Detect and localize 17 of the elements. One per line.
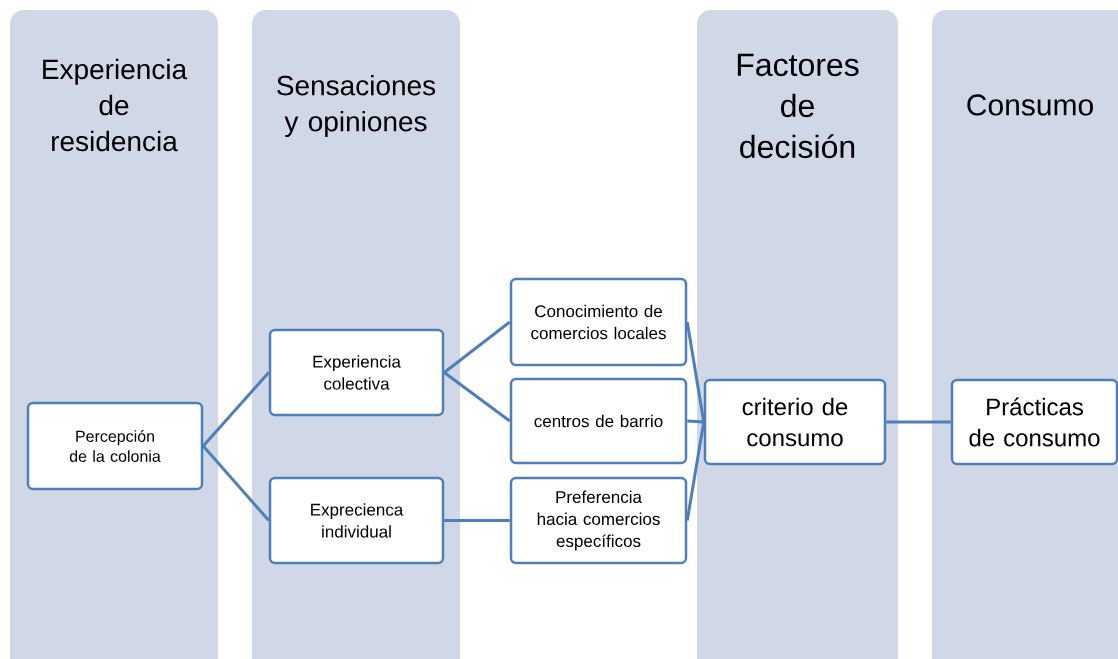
connector-line [687,419,704,424]
process-box: Conocimiento de comercios locales [509,277,688,367]
process-box: Experiencia colectiva [268,328,445,417]
connector-line [444,519,510,522]
process-box: centros de barrio [509,377,688,465]
connector-line [443,371,511,423]
connector-line [685,421,706,521]
connector-line [202,445,270,522]
connector-line [202,371,270,447]
process-box: Preferencia hacia comercios específicos [509,476,688,565]
process-box: criterio de consumo [703,378,887,466]
connector-line [443,320,511,374]
process-box: Exprecienca individual [268,476,445,565]
connector-line [685,321,706,423]
process-box: Percepción de la colonia [26,401,204,491]
connector-line [886,420,951,424]
process-box: Prácticas de consumo [950,378,1118,466]
